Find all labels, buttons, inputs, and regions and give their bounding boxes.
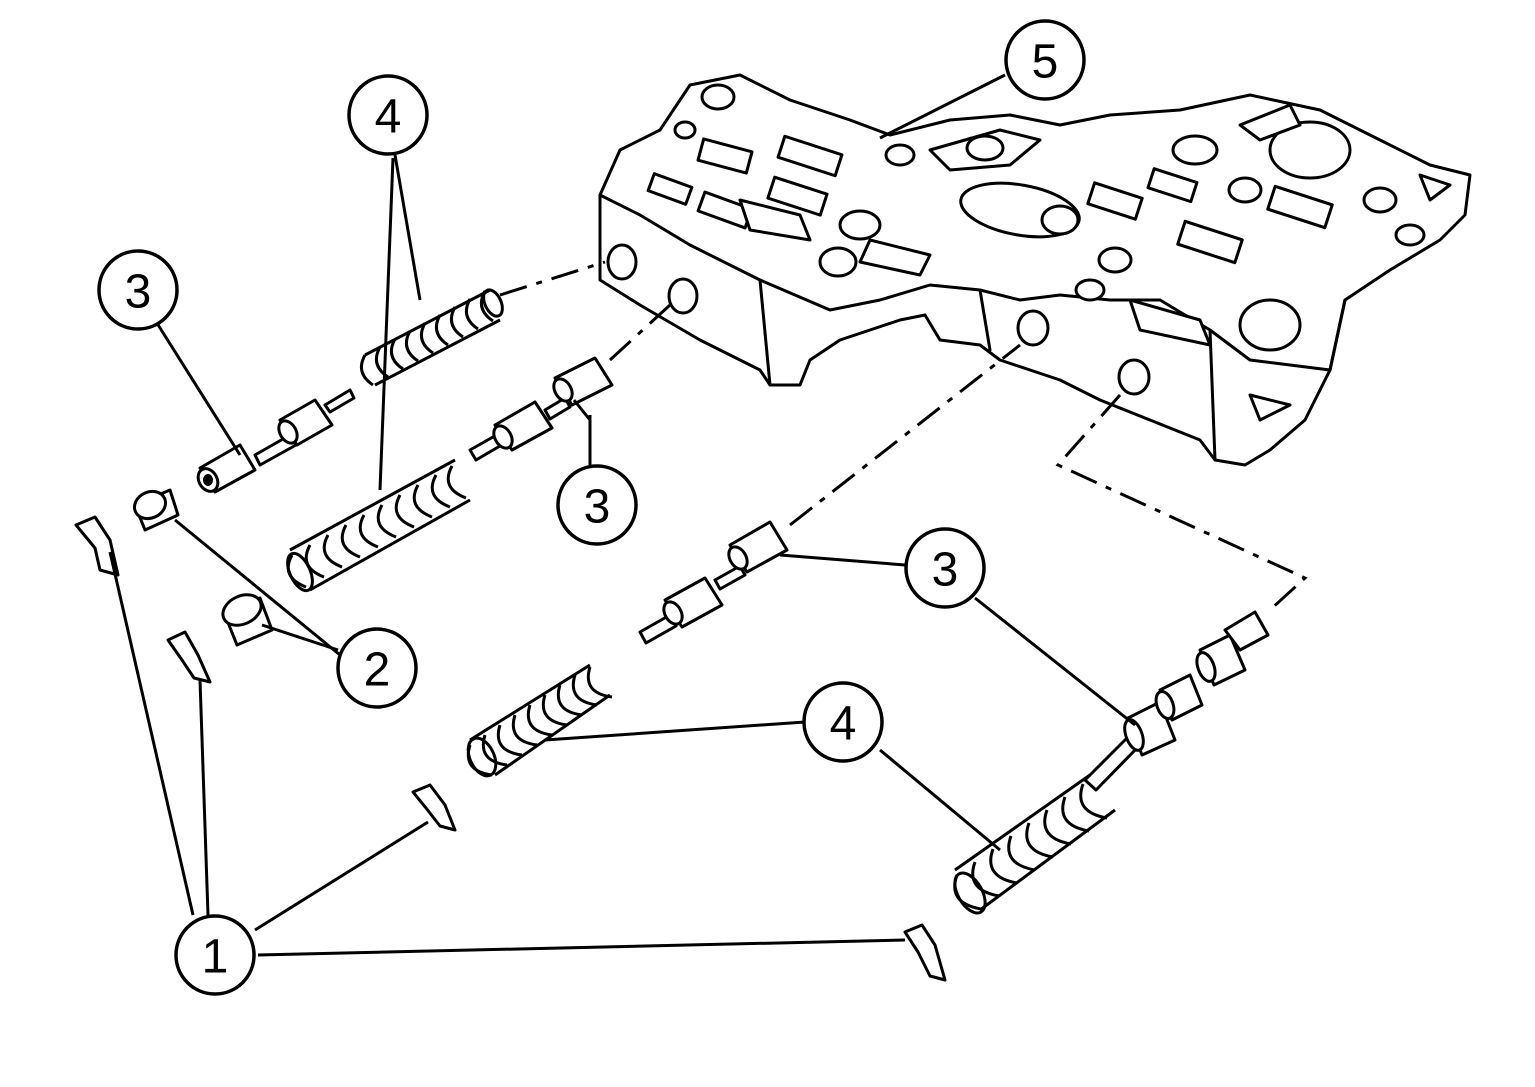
spring-lower-right	[953, 773, 1116, 915]
spring-lower-middle	[466, 663, 613, 778]
assembly-lines	[499, 260, 1308, 612]
callout-4-lower: 4	[802, 681, 884, 763]
callout-2-label: 2	[364, 644, 391, 697]
retainer-c	[411, 783, 457, 832]
valve-body-channels	[646, 83, 1452, 422]
retainer-a	[74, 515, 120, 577]
retainer-d	[903, 923, 947, 982]
spring-upper-long	[286, 458, 471, 593]
callout-3-right: 3	[904, 527, 986, 609]
callout-5-label: 5	[1032, 36, 1059, 89]
valve-upper-left	[196, 388, 356, 494]
callout-4-upper-label: 4	[375, 91, 402, 144]
plug-large	[221, 593, 274, 647]
leader-lines	[108, 73, 1136, 957]
callout-3-left-label: 3	[125, 266, 152, 319]
callout-2: 2	[336, 627, 418, 709]
retainer-b	[166, 630, 212, 684]
callout-4-lower-label: 4	[830, 698, 857, 751]
callout-5: 5	[1004, 19, 1086, 101]
callout-3-middle-label: 3	[584, 481, 611, 534]
callout-1: 1	[174, 914, 256, 996]
spring-upper-small	[359, 288, 504, 387]
plug-small	[132, 488, 180, 532]
callout-3-right-label: 3	[932, 544, 959, 597]
valve-body	[598, 73, 1472, 467]
callout-3-left: 3	[97, 249, 179, 331]
callout-3-middle: 3	[556, 464, 638, 546]
callout-4-upper: 4	[347, 74, 429, 156]
valve-upper-middle	[468, 356, 614, 462]
callout-1-label: 1	[202, 931, 229, 984]
valve-lower-middle	[638, 520, 789, 645]
valve-lower-right	[1083, 610, 1270, 792]
